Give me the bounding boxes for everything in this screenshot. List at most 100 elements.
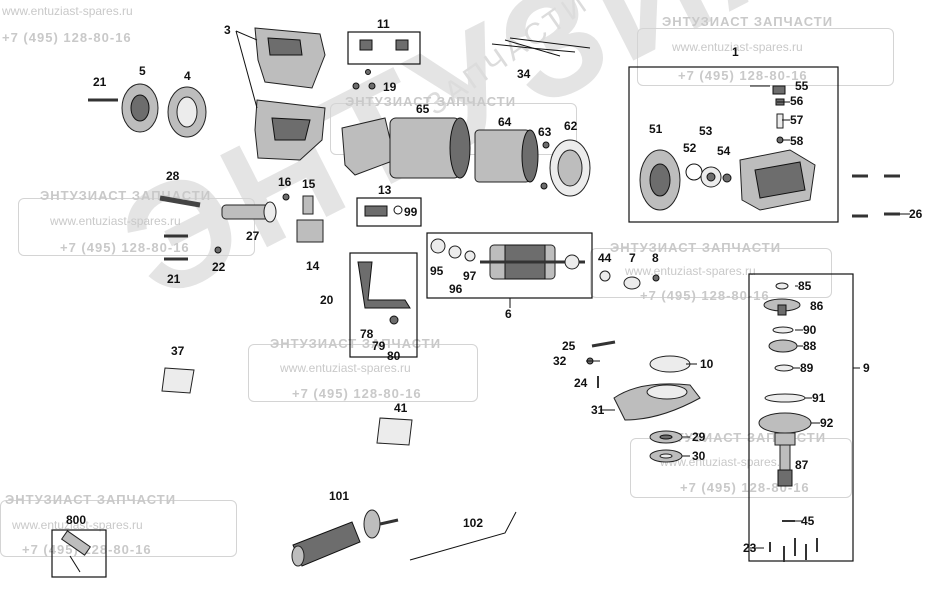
field-housing-part: [341, 117, 471, 179]
callout-8: 8: [652, 251, 659, 265]
callout-14: 14: [306, 259, 320, 273]
callout-34: 34: [517, 67, 531, 81]
spindle-lock-part: [221, 201, 277, 223]
callout-7: 7: [629, 251, 636, 265]
callout-22: 22: [212, 260, 226, 274]
switch-part: [364, 205, 388, 217]
side-handle-part: [291, 509, 399, 567]
watermark-frame: [590, 248, 832, 298]
small-screws-part: [769, 538, 818, 562]
callout-54: 54: [717, 144, 731, 158]
callout-6: 6: [505, 307, 512, 321]
callout-44: 44: [598, 251, 612, 265]
callout-23: 23: [743, 541, 757, 555]
watermark-title: ЭНТУЗИАСТ ЗАПЧАСТИ: [345, 94, 517, 109]
callout-45: 45: [801, 514, 815, 528]
callout-20: 20: [320, 293, 334, 307]
watermark-phone: +7 (495) 128-80-16: [2, 30, 132, 45]
watermark-title: ЭНТУЗИАСТ ЗАПЧАСТИ: [662, 14, 834, 29]
carbon-brush-part: [359, 39, 373, 51]
assembly-1-box: [628, 66, 839, 223]
watermark-url: www.entuziast-spares.ru: [280, 361, 411, 375]
callout-9: 9: [863, 361, 870, 375]
bearing-cover-part: [121, 83, 207, 138]
watermark-frame: [18, 198, 255, 256]
watermark-phone: +7 (495) 128-80-16: [678, 68, 808, 83]
watermark-frame: [630, 438, 852, 498]
watermark-frame: [248, 344, 478, 402]
callout-64: 64: [498, 115, 512, 129]
watermark-phone: +7 (495) 128-80-16: [680, 480, 810, 495]
callout-53: 53: [699, 124, 713, 138]
motor-housing-part: [254, 27, 326, 161]
callout-97: 97: [463, 269, 477, 283]
callout-800: 800: [66, 513, 86, 527]
callout-26: 26: [909, 207, 923, 221]
assembly-9-box: [748, 273, 854, 562]
assembly-11-box: [347, 31, 421, 65]
watermark-phone: +7 (495) 128-80-16: [60, 240, 190, 255]
watermark-url: www.entuziast-spares.ru: [672, 40, 803, 54]
watermark-phone: +7 (495) 128-80-16: [640, 288, 770, 303]
callout-101: 101: [329, 489, 349, 503]
callout-28: 28: [166, 169, 180, 183]
callout-63: 63: [538, 125, 552, 139]
callout-11: 11: [377, 17, 390, 31]
callout-79: 79: [372, 339, 386, 353]
callout-13: 13: [378, 183, 392, 197]
callout-3: 3: [224, 23, 231, 37]
label-plate-part: [161, 367, 195, 394]
callout-27: 27: [246, 229, 260, 243]
callout-24: 24: [574, 376, 588, 390]
watermark-frame: [0, 500, 237, 557]
callout-21: 21: [167, 272, 181, 286]
callout-99: 99: [404, 205, 418, 219]
hex-wrench-part: [409, 511, 517, 561]
callout-89: 89: [800, 361, 814, 375]
callout-55: 55: [795, 79, 809, 93]
callout-80: 80: [387, 349, 401, 363]
callout-37: 37: [171, 344, 185, 358]
wheel-guard-part: [613, 383, 701, 421]
cable-part: [491, 43, 576, 53]
callout-32: 32: [553, 354, 567, 368]
watermark-title: ЭНТУЗИАСТ ЗАПЧАСТИ: [270, 336, 442, 351]
carbon-brush-part: [395, 39, 409, 51]
callout-96: 96: [449, 282, 463, 296]
callout-95: 95: [430, 264, 444, 278]
watermark-phone: +7 (495) 128-80-16: [292, 386, 422, 401]
callout-56: 56: [790, 94, 804, 108]
callout-19: 19: [383, 80, 397, 94]
callout-51: 51: [649, 122, 663, 136]
guard-cover-part: [649, 355, 691, 373]
callout-86: 86: [810, 299, 824, 313]
callout-4: 4: [184, 69, 191, 83]
callout-85: 85: [798, 279, 812, 293]
callout-1: 1: [732, 45, 739, 59]
watermark-url: www.entuziast-spares.ru: [50, 214, 181, 228]
stator-part: [474, 129, 539, 183]
watermark-url: www.entuziast-spares.ru: [660, 455, 791, 469]
callout-52: 52: [683, 141, 697, 155]
gear-housing-part: [639, 85, 816, 211]
callout-30: 30: [692, 449, 706, 463]
callout-65: 65: [416, 102, 430, 116]
watermark-title: ЭНТУЗИАСТ ЗАПЧАСТИ: [5, 492, 177, 507]
callout-78: 78: [360, 327, 374, 341]
armature-part: [430, 238, 585, 280]
callout-25: 25: [562, 339, 576, 353]
callout-16: 16: [278, 175, 292, 189]
pin-part: [159, 195, 201, 208]
callout-62: 62: [564, 119, 578, 133]
assembly-800-box: [51, 529, 107, 578]
callout-88: 88: [803, 339, 817, 353]
callout-41: 41: [394, 401, 408, 415]
spindle-assembly-part: [758, 282, 812, 487]
callout-10: 10: [700, 357, 714, 371]
watermark-url: www.entuziast-spares.ru: [2, 4, 133, 18]
assembly-20-box: [349, 252, 418, 358]
kit-part: [60, 530, 92, 556]
switch-rod-part: [357, 261, 411, 309]
callout-15: 15: [302, 177, 316, 191]
